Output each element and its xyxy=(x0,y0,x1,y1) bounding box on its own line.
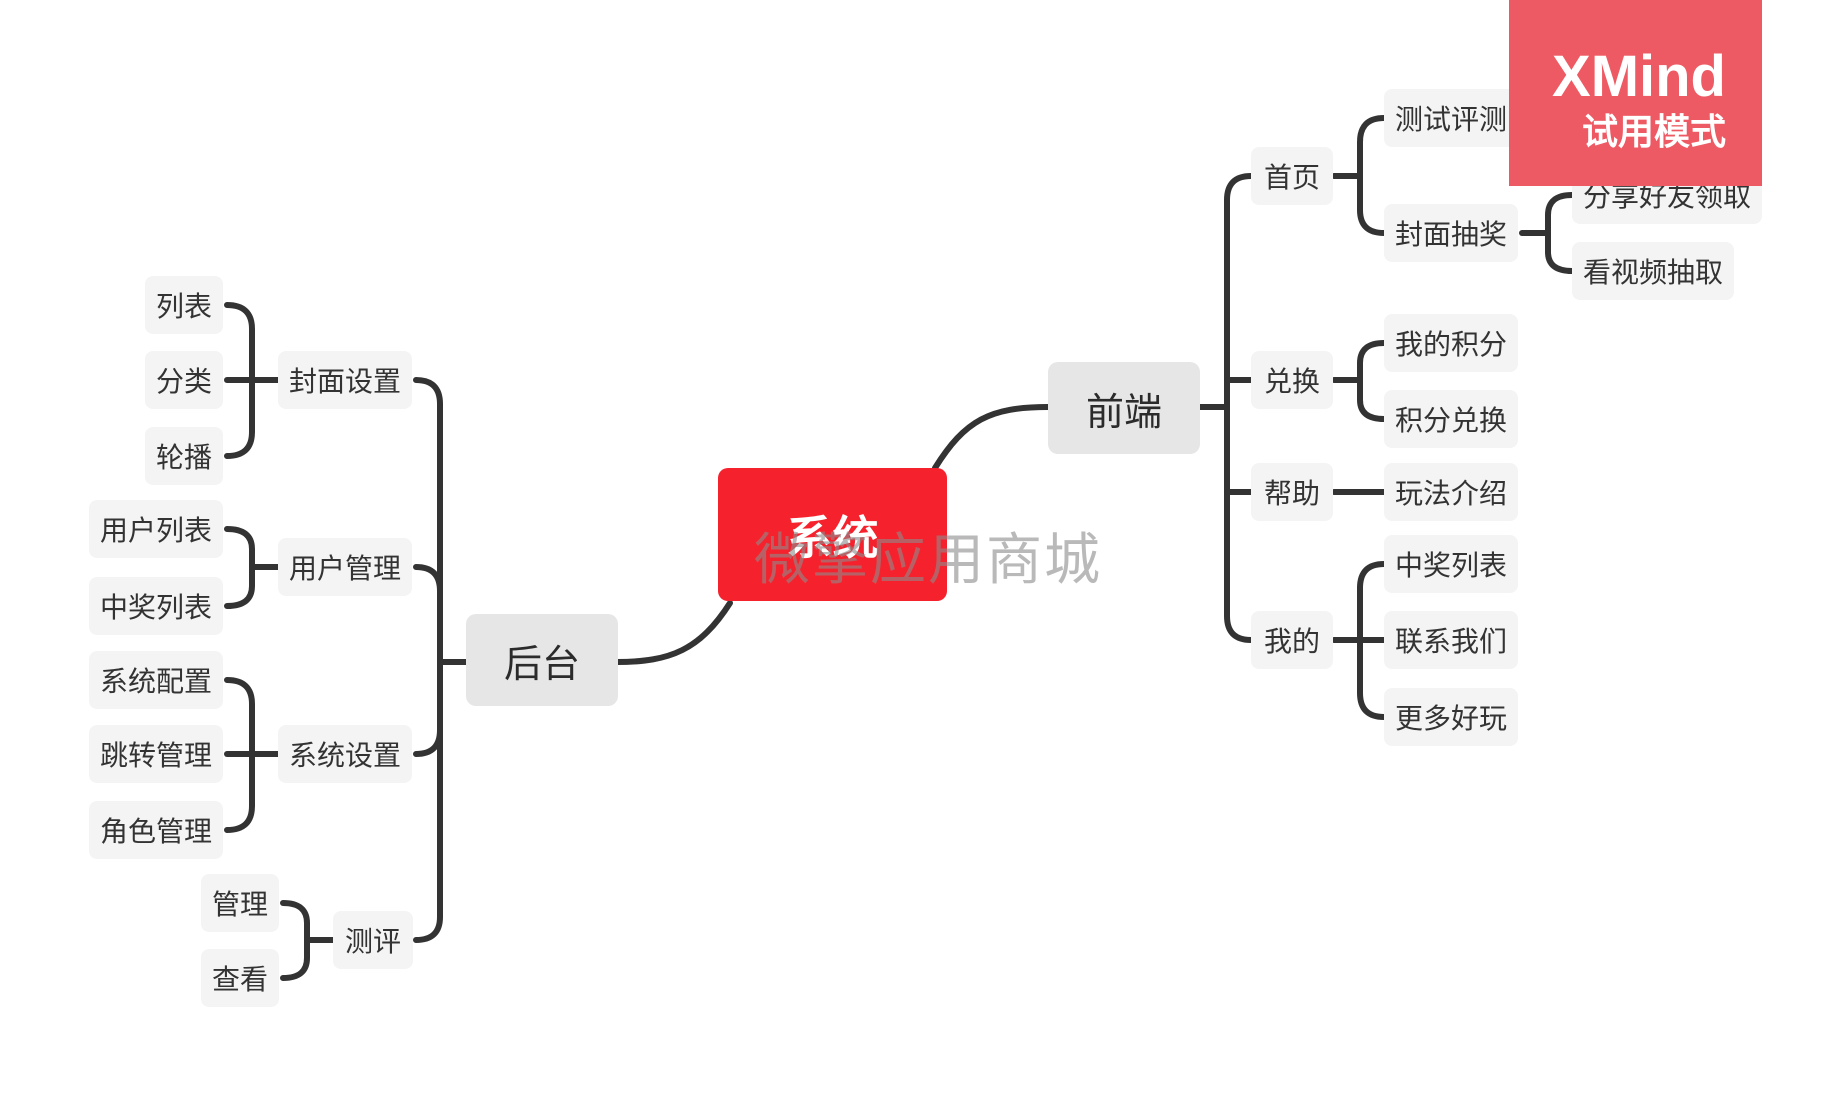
xmind-logo-text: XMind xyxy=(1552,44,1726,109)
topic-points-exchange[interactable]: 积分兑换 xyxy=(1384,390,1518,448)
topic-list[interactable]: 列表 xyxy=(145,276,223,334)
topic-watch-video[interactable]: 看视频抽取 xyxy=(1572,242,1734,300)
topic-help[interactable]: 帮助 xyxy=(1251,463,1333,521)
root-topic[interactable]: 系统 xyxy=(718,468,947,601)
topic-test-evaluation[interactable]: 测试评测 xyxy=(1384,89,1518,147)
topic-user-management[interactable]: 用户管理 xyxy=(278,538,412,596)
topic-mine[interactable]: 我的 xyxy=(1251,611,1333,669)
topic-prize-list[interactable]: 中奖列表 xyxy=(1384,535,1518,593)
topic-cover-lottery[interactable]: 封面抽奖 xyxy=(1384,204,1518,262)
topic-system-config[interactable]: 系统配置 xyxy=(89,651,223,709)
topic-winner-list[interactable]: 中奖列表 xyxy=(89,577,223,635)
topic-system-settings[interactable]: 系统设置 xyxy=(278,725,412,783)
topic-carousel[interactable]: 轮播 xyxy=(145,427,223,485)
topic-evaluation[interactable]: 测评 xyxy=(333,911,413,969)
topic-gameplay-intro[interactable]: 玩法介绍 xyxy=(1384,463,1518,521)
topic-manage[interactable]: 管理 xyxy=(201,874,279,932)
topic-redirect-management[interactable]: 跳转管理 xyxy=(89,725,223,783)
topic-more-fun[interactable]: 更多好玩 xyxy=(1384,688,1518,746)
topic-category[interactable]: 分类 xyxy=(145,351,223,409)
topic-home[interactable]: 首页 xyxy=(1251,147,1333,205)
trial-mode-text: 试用模式 xyxy=(1581,112,1726,153)
topic-user-list[interactable]: 用户列表 xyxy=(89,500,223,558)
xmind-trial-badge: XMind 试用模式 xyxy=(1509,0,1762,186)
topic-exchange[interactable]: 兑换 xyxy=(1251,351,1333,409)
topic-contact-us[interactable]: 联系我们 xyxy=(1384,611,1518,669)
topic-cover-settings[interactable]: 封面设置 xyxy=(278,351,412,409)
topic-my-points[interactable]: 我的积分 xyxy=(1384,314,1518,372)
topic-role-management[interactable]: 角色管理 xyxy=(89,801,223,859)
topic-frontend[interactable]: 前端 xyxy=(1048,362,1200,454)
topic-backend[interactable]: 后台 xyxy=(466,614,618,706)
topic-view[interactable]: 查看 xyxy=(201,949,279,1007)
